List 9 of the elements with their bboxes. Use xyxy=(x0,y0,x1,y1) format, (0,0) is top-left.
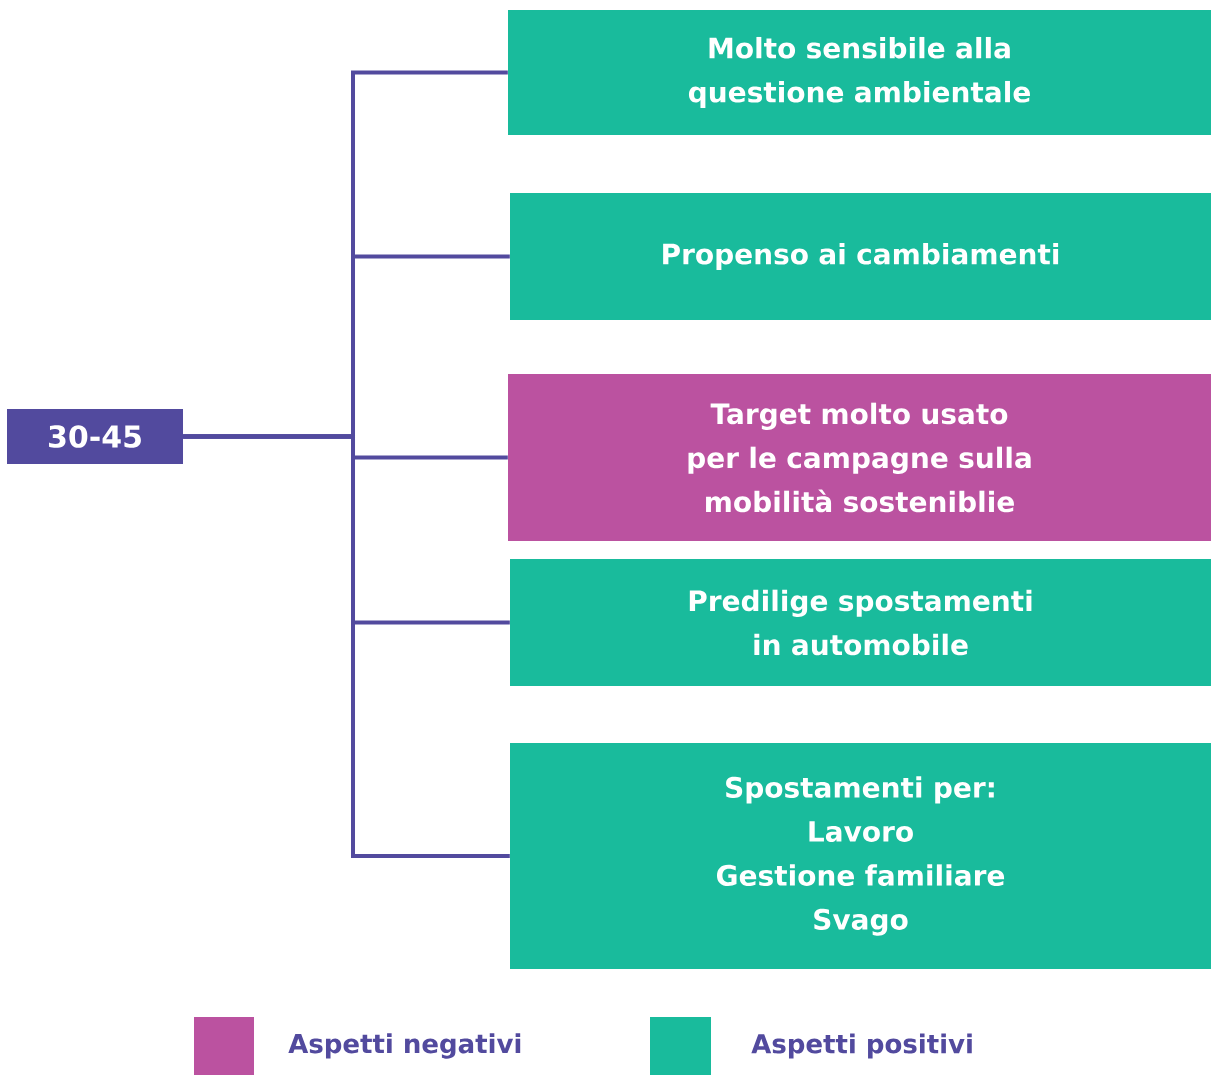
legend-label: Aspetti negativi xyxy=(288,1033,521,1059)
attribute-box: Spostamenti per: Lavoro Gestione familiare Svago xyxy=(510,743,1211,969)
connector-line xyxy=(183,434,510,858)
attribute-box: Predilige spostamenti in automobile xyxy=(510,559,1211,686)
legend-label: Aspetti positivi xyxy=(751,1033,972,1059)
age-group-box: 30-45 xyxy=(7,409,183,464)
attribute-box: Propenso ai cambiamenti xyxy=(510,193,1211,320)
attribute-box: Target molto usato per le campagne sulla mobilità sosteniblie xyxy=(508,374,1211,541)
attribute-box: Molto sensibile alla questione ambientale xyxy=(508,10,1211,135)
